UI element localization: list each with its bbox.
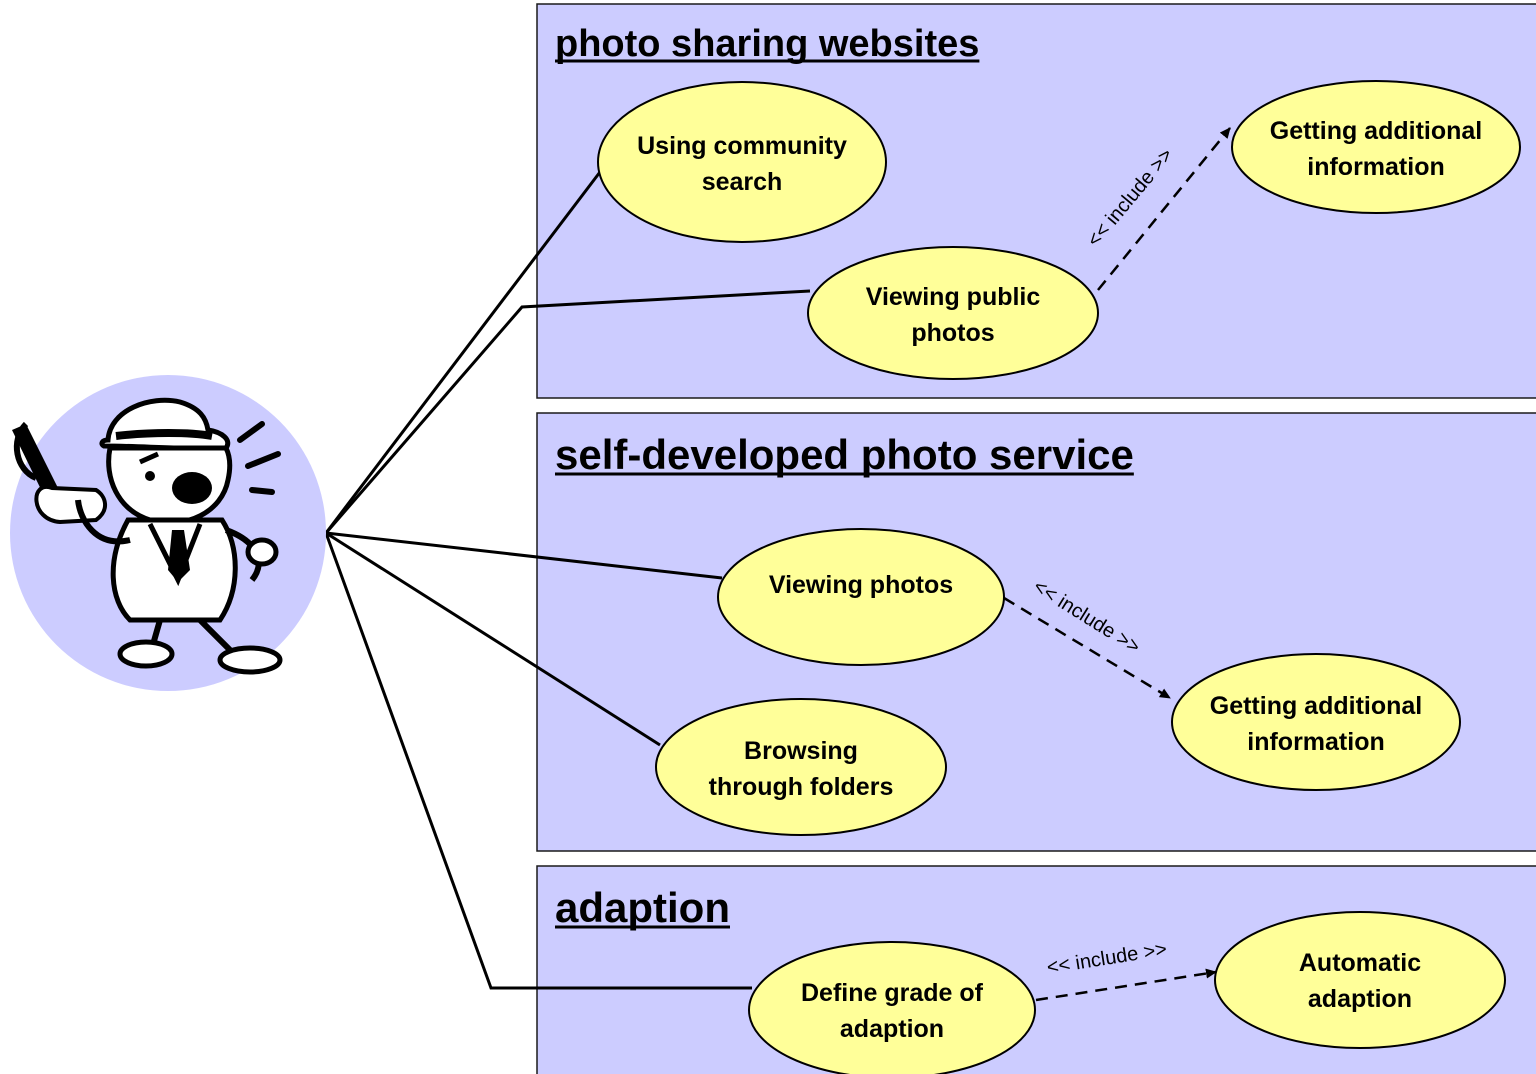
uc-label-line: Browsing — [744, 737, 858, 765]
association-browsing-folders — [325, 531, 661, 747]
use-case-public-photos: Viewing public photos — [807, 246, 1099, 380]
uc-label-line: through folders — [709, 773, 894, 801]
uc-label-line: Using community — [637, 132, 847, 160]
uc-label-line: Viewing photos — [769, 571, 953, 599]
use-case-automatic-adaption: Automatic adaption — [1214, 911, 1506, 1049]
uc-label-line: information — [1247, 728, 1385, 756]
include-arrow-3 — [1035, 968, 1217, 1002]
include-arrow-1 — [1097, 127, 1231, 291]
include-arrow-2 — [1003, 596, 1171, 700]
use-case-additional-info-1: Getting additional information — [1231, 80, 1521, 214]
uc-label-line: search — [702, 168, 783, 196]
uc-label-line: Getting additional — [1270, 117, 1483, 145]
box-title-self-developed: self-developed photo service — [555, 431, 1134, 478]
associations — [324, 171, 811, 990]
uc-label-line: Getting additional — [1210, 692, 1423, 720]
association-community-search — [324, 171, 602, 534]
use-case-browsing-folders: Browsing through folders — [655, 698, 947, 836]
uc-label-line: adaption — [1308, 985, 1412, 1013]
uc-label-line: photos — [911, 319, 994, 347]
association-viewing-photos — [325, 531, 723, 580]
uc-label-line: Automatic — [1299, 949, 1421, 977]
use-case-community-search: Using community search — [597, 81, 887, 243]
use-case-additional-info-2: Getting additional information — [1171, 653, 1461, 791]
uc-label-line: Viewing public — [866, 283, 1041, 311]
box-title-photo-sharing: photo sharing websites — [555, 23, 979, 65]
use-case-define-grade: Define grade of adaption — [748, 941, 1036, 1074]
detective-with-phone-icon — [10, 375, 326, 691]
box-title-adaption: adaption — [555, 884, 730, 931]
use-case-viewing-photos: Viewing photos — [717, 528, 1005, 666]
uc-label-line: information — [1307, 153, 1445, 181]
uc-label-line: Define grade of — [801, 979, 984, 1007]
association-define-grade — [324, 532, 752, 990]
uc-label-line: adaption — [840, 1015, 944, 1043]
association-public-photos — [324, 289, 811, 534]
